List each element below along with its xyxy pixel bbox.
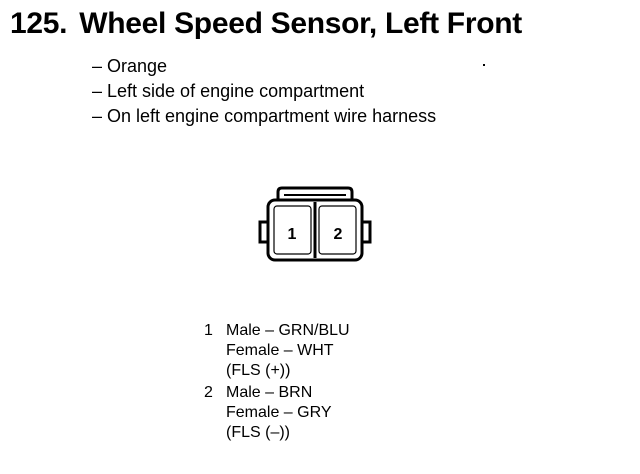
pin-female-wire: Female – GRY bbox=[226, 404, 332, 421]
pin-function: (FLS (–)) bbox=[226, 424, 290, 441]
section-number: 125. bbox=[10, 7, 68, 40]
pin-entry: 2 Male – BRN Female – GRY (FLS (–)) bbox=[204, 383, 350, 443]
pin-male-wire: Male – BRN bbox=[226, 384, 313, 401]
note-harness: – On left engine compartment wire harnes… bbox=[92, 106, 437, 126]
section-title: Wheel Speed Sensor, Left Front bbox=[79, 7, 522, 40]
connector-diagram: 1 2 bbox=[258, 186, 372, 262]
scan-speck bbox=[483, 64, 485, 66]
connector-tab-right bbox=[362, 220, 372, 244]
pin-female-wire: Female – WHT bbox=[226, 342, 334, 359]
connector-tab-left bbox=[258, 220, 268, 244]
pin-assignments: 1 Male – GRN/BLU Female – WHT (FLS (+)) … bbox=[204, 321, 350, 445]
note-location: – Left side of engine compartment bbox=[92, 81, 365, 101]
connector-pin-label-1: 1 bbox=[288, 226, 297, 243]
pin-number: 2 bbox=[204, 384, 213, 401]
connector-latch bbox=[276, 186, 354, 200]
location-notes: – Orange – Left side of engine compartme… bbox=[92, 54, 436, 129]
pin-entry: 1 Male – GRN/BLU Female – WHT (FLS (+)) bbox=[204, 321, 350, 381]
pin-male-wire: Male – GRN/BLU bbox=[226, 322, 350, 339]
pin-number: 1 bbox=[204, 322, 213, 339]
cavity-2 bbox=[318, 205, 357, 255]
connector-pin-label-2: 2 bbox=[334, 226, 343, 243]
pin-function: (FLS (+)) bbox=[226, 362, 291, 379]
cavity-1 bbox=[273, 205, 312, 255]
page-title: 125. Wheel Speed Sensor, Left Front bbox=[10, 6, 522, 42]
note-color: – Orange bbox=[92, 56, 168, 76]
